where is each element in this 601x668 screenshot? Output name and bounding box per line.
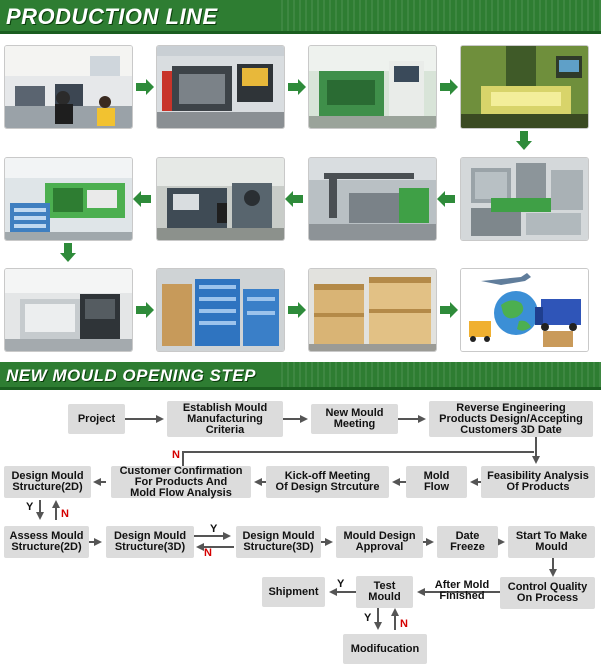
label-yes-shipment: Y xyxy=(337,578,345,590)
step-date-freeze: Date Freeze xyxy=(437,526,498,558)
arrow-right-icon-5 xyxy=(288,302,306,318)
grinding-machine-photo xyxy=(157,158,284,240)
mould-assembly-photo xyxy=(309,158,436,240)
step-modification: Modifucation xyxy=(343,634,427,664)
step-test-mould: Test Mould xyxy=(356,576,413,608)
cnc-lathe-photo xyxy=(157,46,284,128)
mould-opening-title: NEW MOULD OPENING STEP xyxy=(6,366,256,385)
arrow-right-icon-6 xyxy=(440,302,458,318)
label-no-customer: N xyxy=(172,449,180,461)
step-shipment: Shipment xyxy=(262,577,325,607)
label-no-2d: N xyxy=(61,508,69,520)
label-no-3d: N xyxy=(204,547,212,559)
label-yes-2d: Y xyxy=(26,501,34,513)
arrow-right-icon-2 xyxy=(288,79,306,95)
arrow-right-icon-1 xyxy=(136,79,154,95)
arrow-left-icon-3 xyxy=(133,191,151,207)
banner-stripe-decoration xyxy=(281,0,601,31)
production-line-title: PRODUCTION LINE xyxy=(6,4,218,29)
step-reverse-engineering: Reverse Engineering Products Design/Acce… xyxy=(429,401,593,437)
banner-stripe-decoration xyxy=(281,362,601,387)
step-assess-2d: Assess Mould Structure(2D) xyxy=(4,526,89,558)
global-shipping-photo xyxy=(461,269,588,351)
label-yes-3d: Y xyxy=(210,523,218,535)
arrow-left-icon-2 xyxy=(285,191,303,207)
production-line-banner: PRODUCTION LINE xyxy=(0,0,601,34)
label-yes-modification: Y xyxy=(364,612,372,624)
connector-customer-no-loop xyxy=(182,451,534,466)
arrow-left-icon-1 xyxy=(437,191,455,207)
arrow-right-icon-3 xyxy=(440,79,458,95)
packaging-boxes-photo xyxy=(157,269,284,351)
label-no-modification: N xyxy=(400,618,408,630)
arrow-down-icon-2 xyxy=(60,243,76,262)
step-design-3d-a: Design Mould Structure(3D) xyxy=(106,526,194,558)
office-workstation-photo xyxy=(5,46,132,128)
mould-parts-photo xyxy=(461,158,588,240)
step-mold-flow: Mold Flow xyxy=(406,466,467,498)
step-design-2d: Design Mould Structure(2D) xyxy=(4,466,91,498)
step-mould-meeting: New Mould Meeting xyxy=(311,404,398,434)
photo-flow-arrows xyxy=(60,79,532,318)
injection-machine-photo xyxy=(5,158,132,240)
step-control-quality: Control Quality On Process xyxy=(500,577,595,609)
step-start-mould: Start To Make Mould xyxy=(508,526,595,558)
injection-moulding-line-photo xyxy=(5,269,132,351)
step-feasibility: Feasibility Analysis Of Products xyxy=(481,466,595,498)
step-kickoff-meeting: Kick-off Meeting Of Design Strcuture xyxy=(266,466,389,498)
arrow-right-icon-4 xyxy=(136,302,154,318)
step-project: Project xyxy=(68,404,125,434)
arrow-down-icon-1 xyxy=(516,131,532,150)
label-after-mold-finished: After Mold Finished xyxy=(434,579,490,602)
step-customer-confirmation: Customer Confirmation For Products And M… xyxy=(111,465,251,498)
edm-machine-photo xyxy=(309,46,436,128)
milling-machine-photo xyxy=(461,46,588,128)
step-design-3d-b: Design Mould Structure(3D) xyxy=(236,526,321,558)
wooden-crates-photo xyxy=(309,269,436,351)
step-establish-criteria: Establish Mould Manufacturing Criteria xyxy=(167,401,283,437)
mould-opening-banner: NEW MOULD OPENING STEP xyxy=(0,362,601,390)
step-design-approval: Mould Design Approval xyxy=(336,526,423,558)
